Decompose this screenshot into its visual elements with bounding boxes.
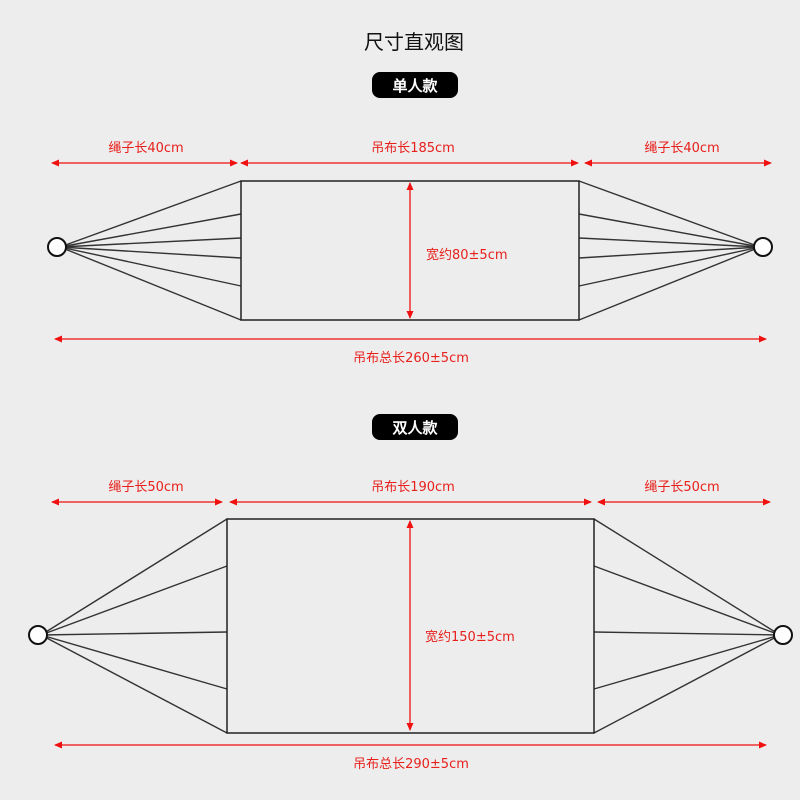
double-ring-right xyxy=(773,625,793,645)
single-rope-right-label: 绳子长40cm xyxy=(644,141,719,156)
double-total-label: 吊布总长290±5cm xyxy=(353,757,469,772)
single-badge-label: 单人款 xyxy=(392,77,438,95)
single-rope-left-label: 绳子长40cm xyxy=(108,141,183,156)
double-badge-label: 双人款 xyxy=(392,419,438,437)
single-section: 单人款 绳子长40cm 吊布长185cm 绳子长40cm 宽约80±5cm xyxy=(47,72,773,366)
double-fabric-label: 吊布长190cm xyxy=(371,480,455,495)
double-ropes-right xyxy=(593,518,781,734)
double-ropes-left xyxy=(40,518,228,734)
double-ring-left xyxy=(28,625,48,645)
single-ring-right xyxy=(753,237,773,257)
double-badge xyxy=(372,414,458,440)
single-fabric-label: 吊布长185cm xyxy=(371,141,455,156)
double-rope-left-label: 绳子长50cm xyxy=(108,480,183,495)
single-ring-left xyxy=(47,237,67,257)
double-rope-right-label: 绳子长50cm xyxy=(644,480,719,495)
single-ropes-left xyxy=(59,180,242,321)
double-section: 双人款 绳子长50cm 吊布长190cm 绳子长50cm 宽约150±5cm 吊… xyxy=(28,414,793,772)
single-width-label: 宽约80±5cm xyxy=(426,247,508,263)
single-total-label: 吊布总长260±5cm xyxy=(353,351,469,366)
page-title: 尺寸直观图 xyxy=(364,30,464,54)
single-badge xyxy=(372,72,458,98)
single-ropes-right xyxy=(578,180,761,321)
double-width-label: 宽约150±5cm xyxy=(425,629,515,645)
